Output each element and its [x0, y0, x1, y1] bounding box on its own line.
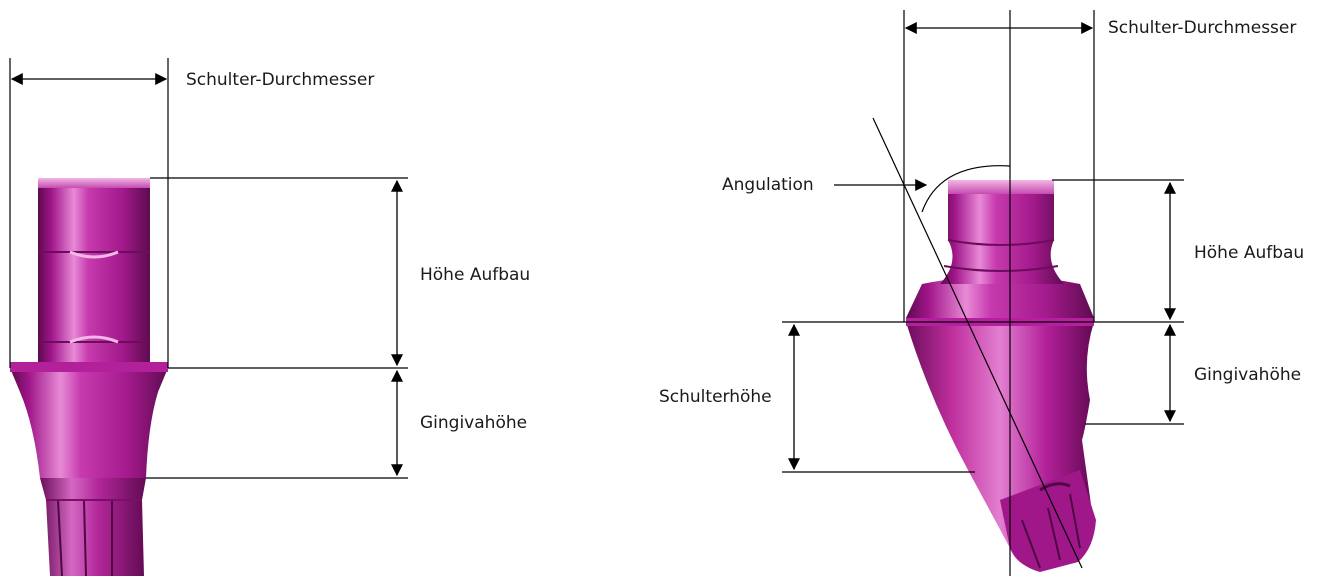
straight-abutment-illustration [10, 178, 168, 577]
straight-dimension-lines [9, 58, 408, 479]
angled-dimension-lines [782, 10, 1184, 576]
shoulder-diameter-label: Schulter-Durchmesser [186, 70, 375, 90]
angulation-label: Angulation [722, 175, 814, 195]
angled-abutment-illustration [906, 180, 1096, 572]
angled-arrows [788, 22, 1176, 471]
angled-abutment-height-label: Höhe Aufbau [1194, 243, 1305, 263]
shoulder-height-label: Schulterhöhe [659, 387, 772, 407]
angled-gingiva-height-label: Gingivahöhe [1194, 365, 1302, 385]
angled-shoulder-diameter-label: Schulter-Durchmesser [1108, 18, 1297, 38]
gingiva-height-label: Gingivahöhe [420, 413, 528, 433]
straight-arrows [10, 73, 403, 477]
abutment-height-label: Höhe Aufbau [420, 265, 531, 285]
